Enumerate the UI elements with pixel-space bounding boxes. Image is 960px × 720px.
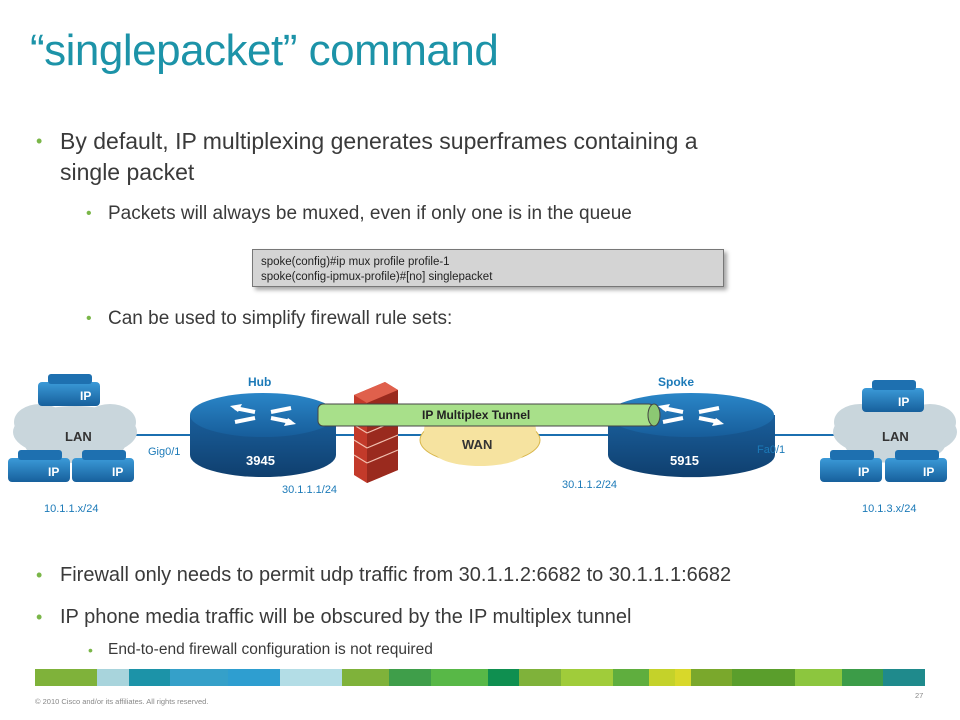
footer-bar-segment [430, 669, 488, 686]
footer-bar-segment [35, 669, 98, 686]
bullet-dot: • [86, 205, 92, 222]
network-diagram: LAN IP IP IP Gig0/1 10.1.1.x/24 Hub 3945… [8, 374, 957, 515]
ip-phone-icon: IP [885, 450, 947, 482]
bullet-dot: • [36, 565, 43, 585]
spoke-model-label: 5915 [670, 453, 699, 468]
spoke-ip-label: 30.1.1.2/24 [562, 479, 617, 491]
footer-bar-segment [227, 669, 280, 686]
footer-bar-segment [841, 669, 884, 686]
bullet-dot: • [86, 310, 92, 327]
sub-bullet-2: • Can be used to simplify firewall rule … [86, 307, 453, 331]
footer-bar-segment [675, 669, 691, 686]
footer-bar-segment [732, 669, 795, 686]
firewall-icon [353, 382, 399, 483]
code-box: spoke(config)#ip mux profile profile-1 s… [252, 249, 724, 287]
footer-bar-segment [649, 669, 676, 686]
footer-bar-segment [128, 669, 171, 686]
footer-bar-segment [883, 669, 926, 686]
footer-bar-segment [487, 669, 520, 686]
phone-ip-label: IP [112, 465, 123, 479]
gig-interface-label: Gig0/1 [148, 446, 180, 458]
ip-phone-icon: IP [8, 450, 70, 482]
right-lan-label: LAN [882, 429, 909, 444]
bullet-1-continuation: single packet [60, 157, 194, 187]
bullet-dot: • [88, 642, 93, 658]
phone-ip-label: IP [80, 389, 91, 403]
footer-bar-segment [279, 669, 343, 686]
hub-label: Hub [248, 375, 271, 389]
phone-ip-label: IP [923, 465, 934, 479]
ip-multiplex-tunnel [317, 403, 661, 427]
sub-bullet-1: • Packets will always be muxed, even if … [86, 202, 632, 226]
spoke-label: Spoke [658, 375, 694, 389]
hub-router-icon [190, 393, 336, 477]
wan-label: WAN [462, 437, 492, 452]
tunnel-label: IP Multiplex Tunnel [422, 408, 530, 422]
footer-bar-segment [690, 669, 733, 686]
footer-color-bar [35, 669, 926, 686]
bullet-1: • By default, IP multiplexing generates … [36, 126, 698, 156]
bullet-1-cont-text: single packet [60, 159, 195, 185]
ip-phone-icon: IP [820, 450, 882, 482]
slide-title: “singlepacket” command [30, 26, 499, 75]
bullet-1-text: By default, IP multiplexing generates su… [60, 128, 698, 154]
fa-interface-label: Fa0/1 [757, 444, 785, 456]
hub-model-label: 3945 [246, 453, 275, 468]
ip-phone-icon: IP [72, 450, 134, 482]
right-subnet-label: 10.1.3.x/24 [862, 503, 916, 515]
left-subnet-label: 10.1.1.x/24 [44, 503, 98, 515]
bullet-3: • IP phone media traffic will be obscure… [36, 602, 632, 632]
footer-bar-segment [560, 669, 613, 686]
page-number: 27 [915, 691, 924, 700]
sub-bullet-3: • End-to-end firewall configuration is n… [88, 640, 433, 660]
footer-bar-segment [97, 669, 129, 686]
bullet-3-text: IP phone media traffic will be obscured … [60, 606, 632, 628]
copyright-text: © 2010 Cisco and/or its affiliates. All … [35, 697, 209, 706]
hub-ip-label: 30.1.1.1/24 [282, 484, 337, 496]
code-line-2: spoke(config-ipmux-profile)#[no] singlep… [261, 271, 493, 283]
bullet-dot: • [36, 607, 43, 627]
sub-bullet-3-text: End-to-end firewall configuration is not… [108, 641, 433, 658]
ip-phone-icon: IP [862, 380, 924, 412]
left-lan-label: LAN [65, 429, 92, 444]
bullet-dot: • [36, 131, 43, 151]
code-line-1: spoke(config)#ip mux profile profile-1 [261, 256, 450, 268]
sub-bullet-1-text: Packets will always be muxed, even if on… [108, 203, 632, 224]
footer-bar-segment [794, 669, 842, 686]
footer-bar-segment [342, 669, 389, 686]
bullet-2: • Firewall only needs to permit udp traf… [36, 560, 732, 590]
phone-ip-label: IP [898, 395, 909, 409]
ip-phone-icon: IP [38, 374, 100, 406]
phone-ip-label: IP [48, 465, 59, 479]
footer-bar-segment [388, 669, 431, 686]
phone-ip-label: IP [858, 465, 869, 479]
footer-bar-segment [612, 669, 650, 686]
sub-bullet-2-text: Can be used to simplify firewall rule se… [108, 308, 453, 329]
footer-bar-segment [170, 669, 228, 686]
footer-bar-segment [519, 669, 561, 686]
bullet-2-text: Firewall only needs to permit udp traffi… [60, 564, 732, 586]
